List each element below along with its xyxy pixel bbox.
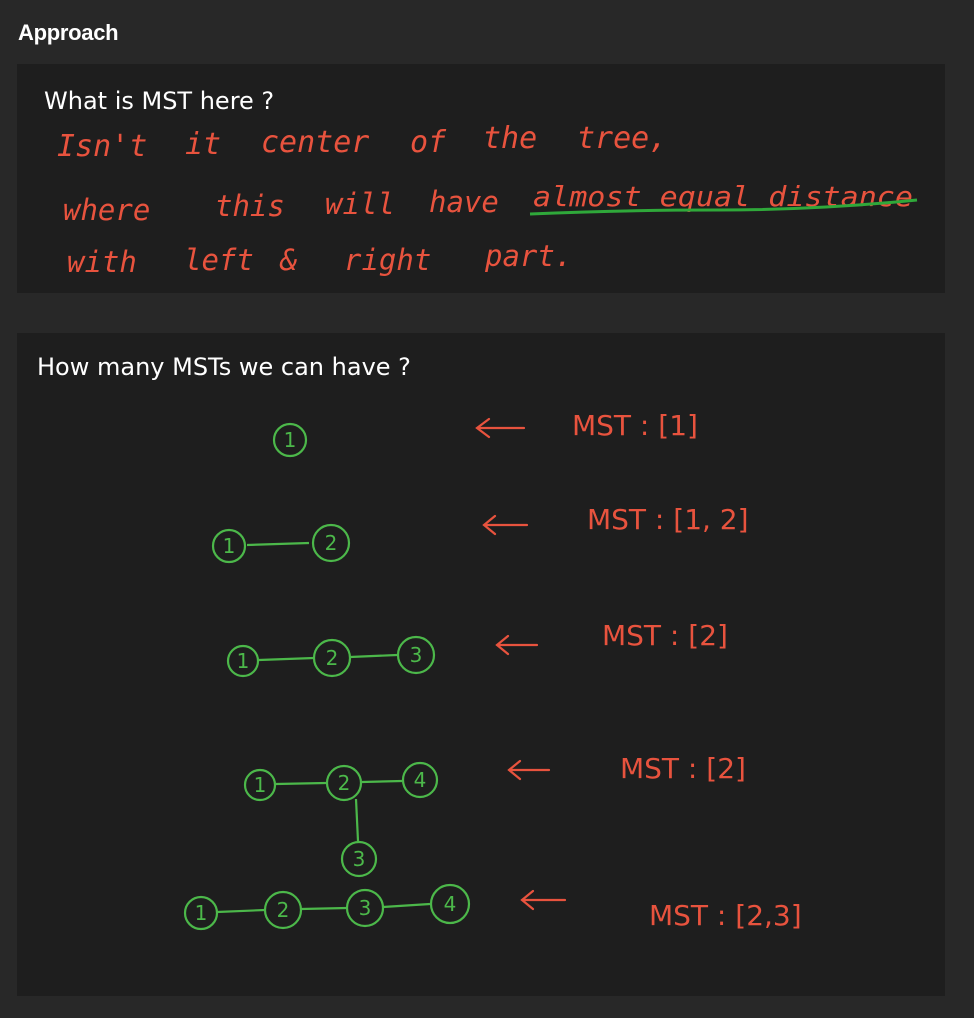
tree-node: 3 bbox=[396, 635, 436, 675]
highlighted-phrase: almost equal distance bbox=[533, 180, 913, 213]
mst-definition-panel: What is MST here ? Isn't it center of th… bbox=[17, 64, 945, 293]
svg-text:1: 1 bbox=[237, 649, 250, 673]
word: will bbox=[325, 187, 395, 221]
panel1-question: What is MST here ? bbox=[44, 87, 274, 115]
tree-node: 2 bbox=[325, 764, 363, 802]
svg-text:2: 2 bbox=[277, 898, 290, 922]
handwritten-line-1: Isn't it center of the tree, bbox=[57, 121, 667, 164]
svg-text:3: 3 bbox=[410, 643, 423, 667]
svg-text:4: 4 bbox=[444, 892, 457, 916]
svg-text:1: 1 bbox=[195, 901, 208, 925]
left-arrow-icon bbox=[475, 417, 526, 439]
mst-label: MST : [2,3] bbox=[649, 899, 802, 932]
tree-node: 3 bbox=[340, 840, 378, 878]
left-arrow-icon bbox=[520, 889, 567, 911]
tree-1: 1 bbox=[272, 422, 308, 458]
tree-node: 2 bbox=[312, 638, 352, 678]
left-arrow-icon bbox=[482, 514, 529, 536]
left-arrow-icon bbox=[495, 634, 539, 656]
tree-2: 1 2 bbox=[211, 523, 351, 564]
handwritten-line-2: where this will have almost equal distan… bbox=[63, 180, 913, 227]
word: tree, bbox=[577, 121, 667, 156]
word: the bbox=[483, 121, 537, 156]
mst-count-panel: How many MSTs we can have ? 1 MST : [1] … bbox=[17, 333, 945, 996]
svg-text:1: 1 bbox=[223, 534, 236, 558]
tree-node: 1 bbox=[183, 895, 219, 931]
tree-3: 1 2 3 bbox=[226, 635, 436, 678]
tree-node: 1 bbox=[272, 422, 308, 458]
tree-node: 2 bbox=[263, 890, 303, 930]
svg-text:2: 2 bbox=[326, 646, 339, 670]
word: it bbox=[185, 127, 221, 162]
mst-label: MST : [2] bbox=[620, 752, 746, 785]
word: & bbox=[279, 243, 297, 277]
word: left bbox=[184, 243, 254, 277]
mst-label: MST : [1] bbox=[572, 409, 698, 442]
tree-node: 1 bbox=[211, 528, 247, 564]
mst-label: MST : [2] bbox=[602, 619, 728, 652]
tree-4: 1 2 4 3 bbox=[243, 761, 439, 878]
tree-node: 4 bbox=[401, 761, 439, 799]
svg-text:1: 1 bbox=[284, 428, 297, 452]
word: with bbox=[67, 245, 137, 279]
word: part. bbox=[484, 239, 572, 273]
svg-text:3: 3 bbox=[353, 847, 366, 871]
panel2-question: How many MSTs we can have ? bbox=[37, 353, 411, 381]
svg-text:3: 3 bbox=[359, 896, 372, 920]
green-underline bbox=[529, 198, 918, 216]
tree-node: 4 bbox=[429, 883, 471, 925]
svg-text:2: 2 bbox=[338, 771, 351, 795]
mst-label: MST : [1, 2] bbox=[587, 503, 749, 536]
word: Isn't bbox=[57, 129, 147, 164]
svg-text:4: 4 bbox=[414, 768, 427, 792]
word: this bbox=[215, 189, 285, 223]
svg-text:1: 1 bbox=[254, 773, 267, 797]
page-heading: Approach bbox=[18, 20, 119, 45]
left-arrow-icon bbox=[507, 759, 551, 781]
tree-node: 3 bbox=[345, 888, 385, 928]
tree-5: 1 2 3 4 bbox=[183, 883, 471, 931]
handwritten-line-3: with left & right part. bbox=[67, 239, 572, 279]
tree-node: 1 bbox=[243, 768, 277, 802]
word: have bbox=[429, 185, 499, 219]
svg-text:2: 2 bbox=[325, 531, 338, 555]
word: right bbox=[344, 243, 431, 277]
tree-node: 1 bbox=[226, 644, 260, 678]
word: center bbox=[261, 125, 369, 160]
word: where bbox=[63, 193, 150, 227]
tree-node: 2 bbox=[311, 523, 351, 563]
word: of bbox=[410, 125, 447, 160]
